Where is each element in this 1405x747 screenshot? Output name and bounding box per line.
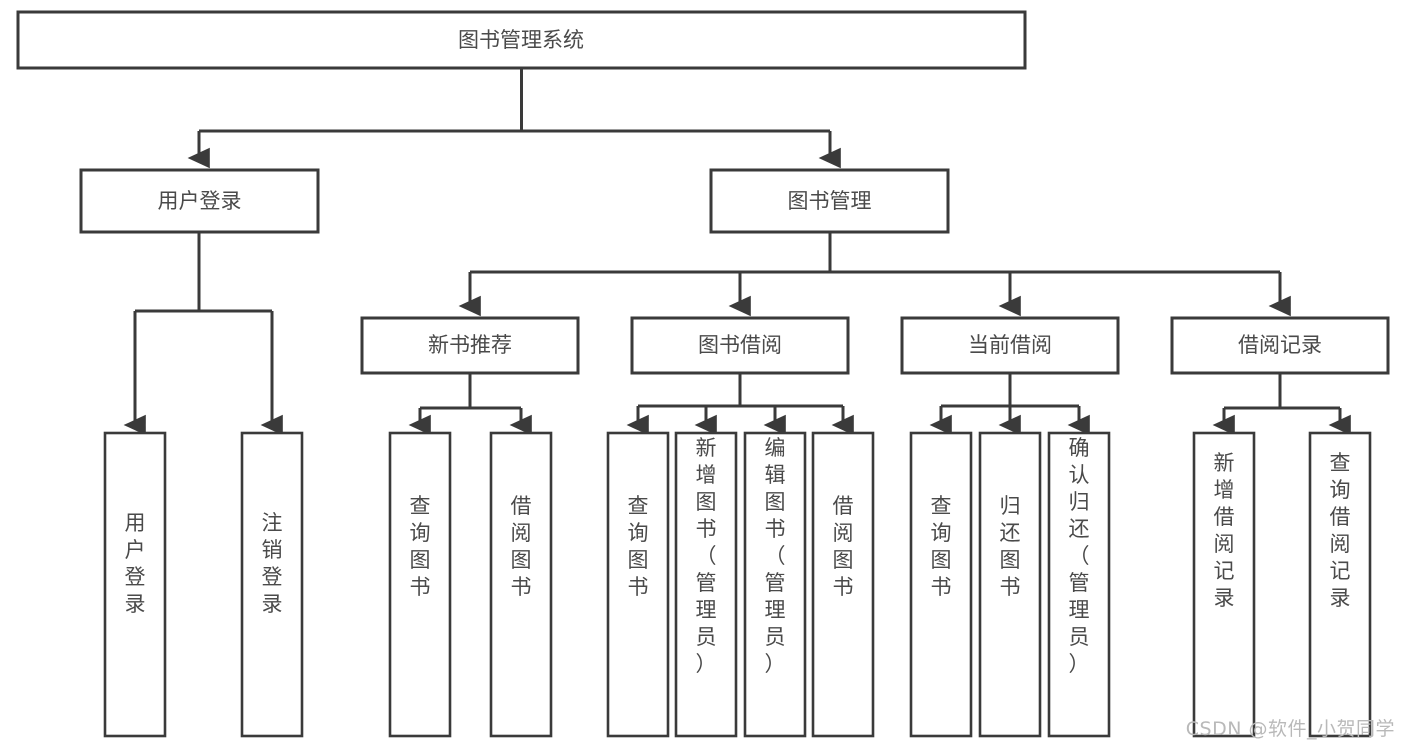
node-user-login[interactable]: 用户登录	[79, 168, 320, 234]
node-new-book-recommend-label: 新书推荐	[428, 333, 512, 357]
node-root-label: 图书管理系统	[458, 28, 584, 52]
leaf-query-book-3-box[interactable]	[909, 431, 973, 738]
node-new-book-recommend[interactable]: 新书推荐	[360, 316, 580, 375]
node-book-borrow-box[interactable]	[630, 316, 850, 375]
leaf-edit-book-label: 编辑图书（管理员）	[765, 436, 786, 676]
leaf-borrow-book-1-label: 借阅图书	[511, 494, 532, 599]
node-current-borrow[interactable]: 当前借阅	[900, 316, 1120, 375]
node-current-borrow-label: 当前借阅	[968, 333, 1052, 357]
leaf-return-book[interactable]: 归还图书	[978, 431, 1042, 738]
node-current-borrow-box[interactable]	[900, 316, 1120, 375]
node-book-management-box[interactable]	[709, 168, 950, 234]
leaf-query-book-1-label: 查询图书	[410, 494, 431, 599]
leaf-logout-login-box[interactable]	[240, 431, 304, 738]
leaf-add-book-label: 新增图书（管理员）	[696, 436, 717, 676]
leaf-query-book-1-box[interactable]	[388, 431, 452, 738]
node-book-borrow[interactable]: 图书借阅	[630, 316, 850, 375]
leaf-logout-login-label: 注销登录	[262, 511, 283, 616]
csdn-watermark: CSDN @软件_小贺同学	[1185, 718, 1395, 740]
node-user-login-label: 用户登录	[158, 189, 242, 213]
leaf-confirm-return-box[interactable]	[1047, 431, 1111, 738]
leaf-user-login-label: 用户登录	[125, 511, 146, 616]
leaf-edit-book[interactable]: 编辑图书（管理员）	[743, 431, 807, 738]
leaf-query-record[interactable]: 查询借阅记录	[1308, 431, 1372, 738]
leaf-borrow-book-2-box[interactable]	[811, 431, 875, 738]
leaf-add-record-label: 新增借阅记录	[1214, 451, 1235, 610]
leaf-borrow-book-2[interactable]: 借阅图书	[811, 431, 875, 738]
node-root[interactable]: 图书管理系统	[16, 10, 1027, 70]
leaf-add-book-box[interactable]	[674, 431, 738, 738]
node-root-box[interactable]	[16, 10, 1027, 70]
leaf-edit-book-box[interactable]	[743, 431, 807, 738]
leaf-query-record-label: 查询借阅记录	[1330, 451, 1351, 610]
node-new-book-recommend-box[interactable]	[360, 316, 580, 375]
node-book-borrow-label: 图书借阅	[698, 333, 782, 357]
leaf-query-book-3[interactable]: 查询图书	[909, 431, 973, 738]
leaf-return-book-box[interactable]	[978, 431, 1042, 738]
leaf-add-record-box[interactable]	[1192, 431, 1256, 738]
node-book-management-label: 图书管理	[788, 189, 872, 213]
leaf-confirm-return[interactable]: 确认归还（管理员）	[1047, 431, 1111, 738]
node-borrow-record-label: 借阅记录	[1238, 333, 1322, 357]
node-book-management[interactable]: 图书管理	[709, 168, 950, 234]
leaf-confirm-return-label: 确认归还（管理员）	[1069, 436, 1090, 676]
leaf-layer: 用户登录 注销登录 查询图书 借阅图书 查询图书 新增图书（管理员）	[103, 431, 1372, 738]
leaf-add-record[interactable]: 新增借阅记录	[1192, 431, 1256, 738]
leaf-query-book-3-label: 查询图书	[931, 494, 952, 599]
leaf-borrow-book-2-label: 借阅图书	[833, 494, 854, 599]
connector-layer	[123, 68, 1351, 436]
leaf-query-book-2[interactable]: 查询图书	[606, 431, 670, 738]
leaf-borrow-book-1-box[interactable]	[489, 431, 553, 738]
leaf-user-login-box[interactable]	[103, 431, 167, 738]
leaf-add-book[interactable]: 新增图书（管理员）	[674, 431, 738, 738]
leaf-user-login[interactable]: 用户登录	[103, 431, 167, 738]
node-borrow-record[interactable]: 借阅记录	[1170, 316, 1390, 375]
leaf-query-book-2-box[interactable]	[606, 431, 670, 738]
node-user-login-box[interactable]	[79, 168, 320, 234]
leaf-query-book-1[interactable]: 查询图书	[388, 431, 452, 738]
node-borrow-record-box[interactable]	[1170, 316, 1390, 375]
leaf-borrow-book-1[interactable]: 借阅图书	[489, 431, 553, 738]
leaf-query-record-box[interactable]	[1308, 431, 1372, 738]
leaf-logout-login[interactable]: 注销登录	[240, 431, 304, 738]
leaf-return-book-label: 归还图书	[1000, 494, 1021, 599]
leaf-query-book-2-label: 查询图书	[628, 494, 649, 599]
